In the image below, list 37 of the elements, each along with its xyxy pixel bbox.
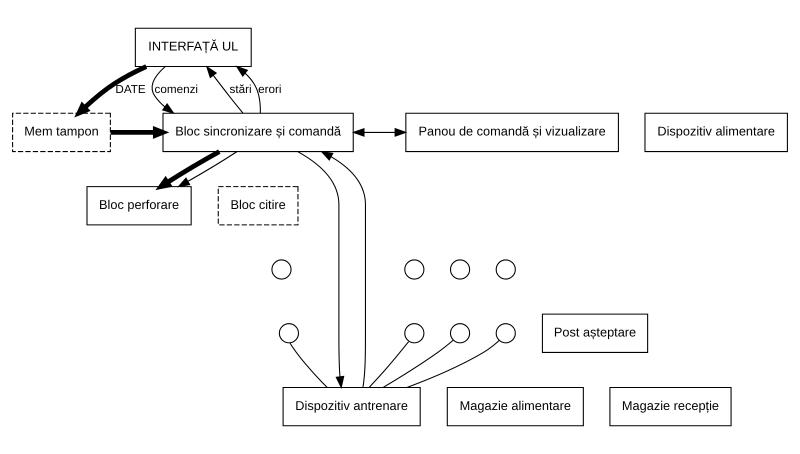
arrow (320, 150, 366, 388)
node-circle (404, 259, 424, 280)
node-circle (278, 323, 300, 344)
node-box: Magazie recepție (609, 386, 732, 426)
arrow (298, 151, 344, 390)
node-circle (450, 259, 470, 280)
node-circle (450, 323, 470, 344)
node-box: Dispozitiv alimentare (644, 112, 788, 152)
node-circle (496, 323, 516, 344)
node-box: Panou de comandă și vizualizare (405, 112, 619, 152)
arrow (177, 151, 238, 188)
node-box: Post așteptare (542, 314, 648, 353)
connector (290, 342, 328, 388)
node-box: Dispozitiv antrenare (282, 386, 421, 426)
connector (406, 340, 500, 388)
arrow (110, 126, 170, 139)
arrow (74, 64, 148, 118)
arrow (206, 65, 244, 114)
node-box: Mem tampon (12, 112, 111, 152)
node-box: Bloc citire (218, 186, 298, 226)
arrow (155, 150, 220, 190)
edge-label: DATE (115, 82, 146, 96)
connector (383, 340, 454, 388)
node-box: Bloc sincronizare și comandă (162, 112, 354, 152)
arrow (235, 66, 261, 114)
node-circle (271, 259, 292, 280)
node-box: Magazie alimentare (446, 386, 584, 426)
node-circle (496, 259, 516, 280)
node-circle (404, 323, 424, 344)
node-box: Bloc perforare (86, 186, 192, 226)
arrow (352, 128, 408, 137)
edge-label: comenzi (154, 82, 198, 96)
connector (368, 341, 409, 388)
edge-label: stări (230, 82, 252, 96)
arrow (152, 66, 175, 114)
edge-label: erori (258, 82, 282, 96)
node-box: INTERFAȚĂ UL (134, 28, 252, 68)
